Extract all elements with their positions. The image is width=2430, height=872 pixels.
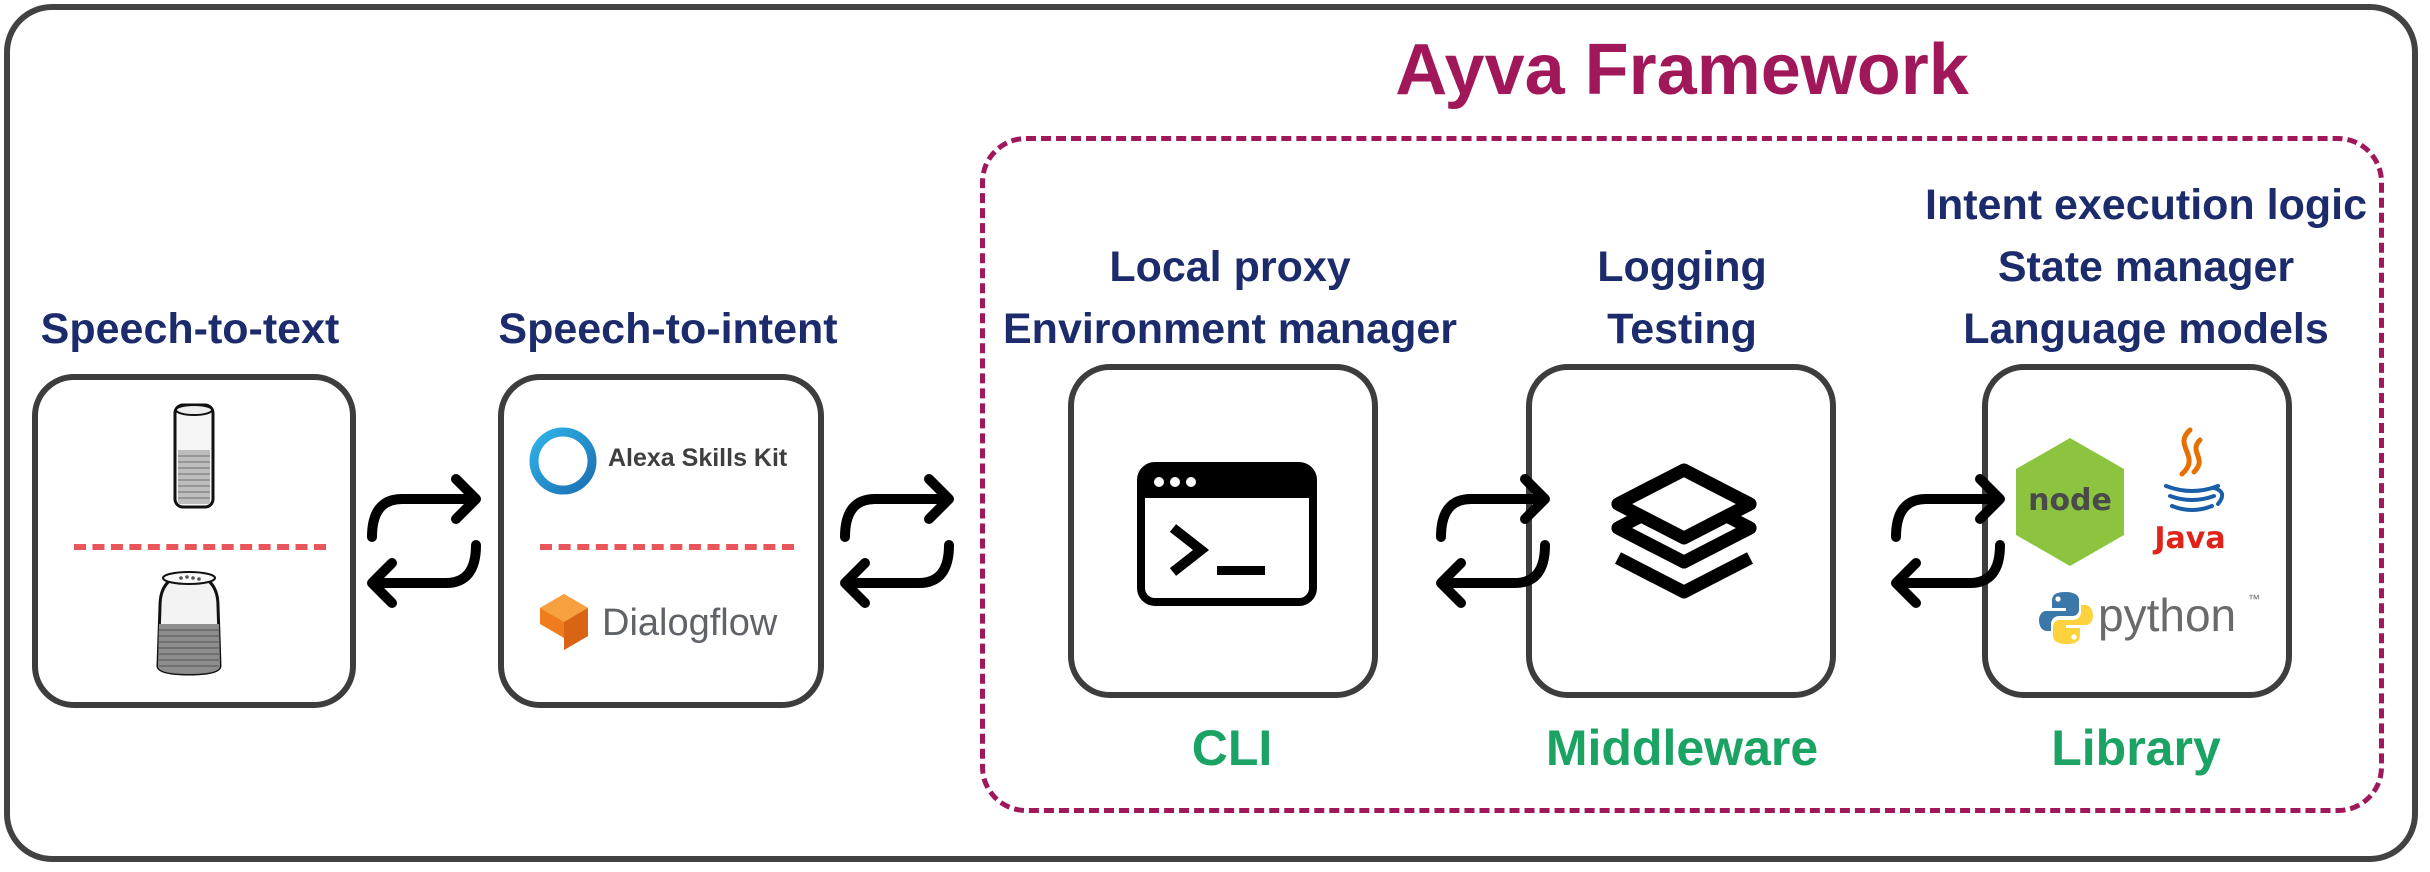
java-icon: Java [2152, 427, 2226, 556]
terminal-icon [1137, 462, 1317, 606]
nodejs-label: node [2028, 483, 2112, 518]
cli-feature-1: Local proxy [1109, 243, 1351, 291]
swap-arrows-icon [1436, 474, 1550, 608]
google-home-icon [156, 571, 222, 676]
dialogflow-icon [540, 594, 588, 650]
layers-icon [1611, 463, 1757, 599]
stt-divider [74, 544, 326, 550]
java-label: Java [2152, 521, 2225, 556]
python-icon [2039, 592, 2093, 644]
swap-arrows-icon [367, 474, 481, 608]
sti-box: Alexa Skills Kit Dialogflow [498, 374, 824, 708]
sti-heading: Speech-to-intent [498, 305, 838, 353]
stt-heading: Speech-to-text [40, 305, 340, 353]
swap-arrows-icon [1891, 474, 2005, 608]
sti-divider [540, 544, 794, 550]
diagram-frame [4, 4, 2418, 862]
stt-box [32, 374, 356, 708]
alexa-skills-kit-label: Alexa Skills Kit [608, 444, 788, 472]
library-name: Library [2051, 720, 2221, 776]
python-trademark: ™ [2248, 592, 2260, 606]
dialogflow-label: Dialogflow [602, 602, 778, 644]
middleware-box [1526, 364, 1836, 698]
library-feature-3: Language models [1963, 305, 2329, 353]
amazon-echo-icon [173, 403, 215, 509]
alexa-ring-icon [529, 427, 597, 495]
cli-box [1068, 364, 1378, 698]
swap-arrows-icon [840, 474, 954, 608]
cli-feature-2: Environment manager [1003, 305, 1457, 353]
middleware-name: Middleware [1545, 720, 1819, 776]
library-feature-2: State manager [1997, 243, 2295, 291]
library-box: node Java python ™ [1982, 364, 2292, 698]
framework-boundary [980, 136, 2384, 813]
middleware-feature-2: Testing [1607, 305, 1757, 353]
middleware-feature-1: Logging [1597, 243, 1767, 291]
cli-name: CLI [1191, 720, 1273, 776]
nodejs-icon: node [2016, 438, 2124, 566]
python-label: python [2098, 589, 2237, 641]
library-feature-1: Intent execution logic [1925, 181, 2367, 229]
framework-title: Ayva Framework [1395, 30, 1969, 110]
